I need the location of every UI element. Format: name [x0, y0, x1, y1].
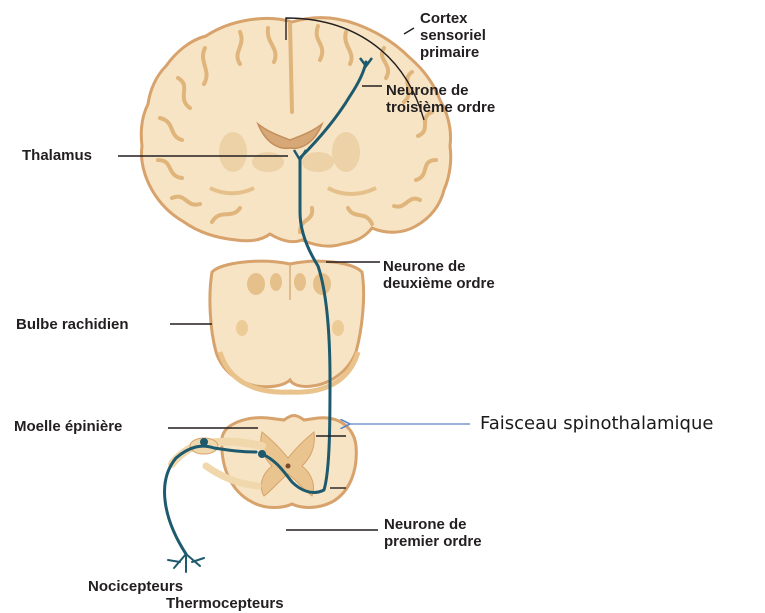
label-neurone3-line2: troisième ordre [386, 99, 495, 116]
label-neurone-troisieme: Neurone de troisième ordre [386, 82, 495, 116]
label-neurone-deuxieme: Neurone de deuxième ordre [383, 258, 495, 292]
label-nocicepteurs: Nocicepteurs [88, 578, 183, 595]
label-bulbe-rachidien: Bulbe rachidien [16, 316, 129, 333]
cortex-leader [404, 28, 414, 34]
label-cortex-line2: sensoriel [420, 27, 486, 44]
label-neurone1-line1: Neurone de [384, 516, 482, 533]
medulla-section [210, 261, 364, 392]
label-thermocepteurs: Thermocepteurs [166, 595, 284, 612]
label-neurone2-line2: deuxième ordre [383, 275, 495, 292]
label-faisceau-spinothalamique: Faisceau spinothalamique [480, 413, 713, 434]
brain-section [141, 18, 451, 246]
label-moelle-epiniere: Moelle épinière [14, 418, 122, 435]
label-cortex-line3: primaire [420, 44, 486, 61]
label-cortex-line1: Cortex [420, 10, 486, 27]
label-thalamus: Thalamus [22, 147, 92, 164]
label-neurone-premier: Neurone de premier ordre [384, 516, 482, 550]
label-neurone1-line2: premier ordre [384, 533, 482, 550]
label-cortex: Cortex sensoriel primaire [420, 10, 486, 61]
label-neurone2-line1: Neurone de [383, 258, 495, 275]
label-neurone3-line1: Neurone de [386, 82, 495, 99]
